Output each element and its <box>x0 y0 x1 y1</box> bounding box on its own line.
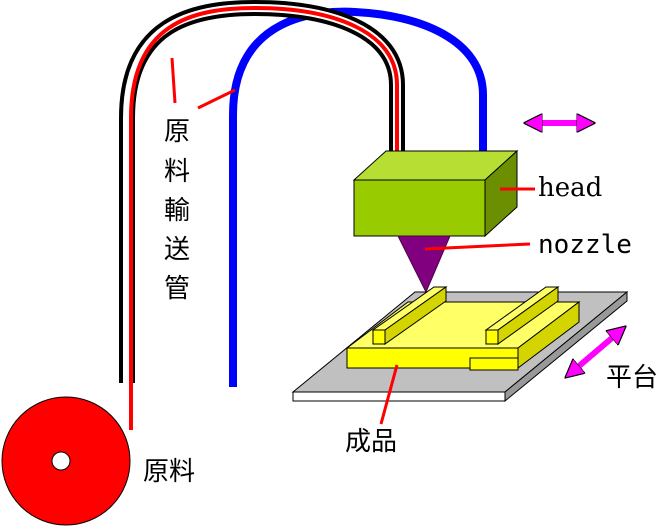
blue-tube <box>229 7 487 387</box>
material-spool <box>1 396 131 526</box>
printed-product <box>345 286 581 371</box>
product-leader <box>379 364 399 425</box>
feed-tube-label: 原 料 輸 送 管 <box>164 117 190 304</box>
platform-label: 平台 <box>606 363 658 393</box>
nozzle-label: nozzle <box>538 230 632 260</box>
feed-tube-leader-right <box>197 88 236 110</box>
filament <box>129 5 399 430</box>
feed-tube-char: 送 <box>164 235 190 265</box>
feed-tube-char: 料 <box>164 157 190 187</box>
feed-tube-char: 管 <box>164 274 190 304</box>
nozzle-leader <box>424 242 531 251</box>
nozzle <box>397 235 451 294</box>
feed-tube-char: 輸 <box>164 196 190 226</box>
material-label: 原料 <box>143 457 195 487</box>
product-label: 成品 <box>345 427 397 457</box>
print-head <box>352 149 519 238</box>
head-label: head <box>538 173 602 203</box>
feed-tube-char: 原 <box>164 117 190 147</box>
platform-motion-arrow <box>572 332 619 372</box>
feed-tube-leader-left <box>170 57 177 104</box>
